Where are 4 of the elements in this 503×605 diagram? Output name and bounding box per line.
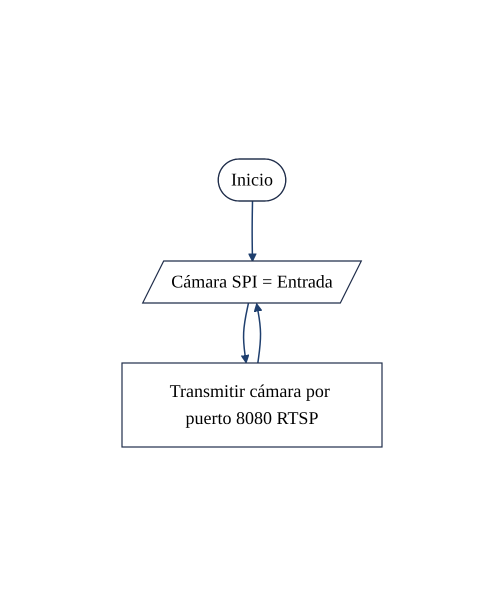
arrow	[240, 302, 249, 363]
node-box: Transmitir cámara por puerto 8080 RTSP	[120, 362, 382, 448]
arrow	[247, 200, 256, 262]
arrow	[253, 302, 262, 363]
